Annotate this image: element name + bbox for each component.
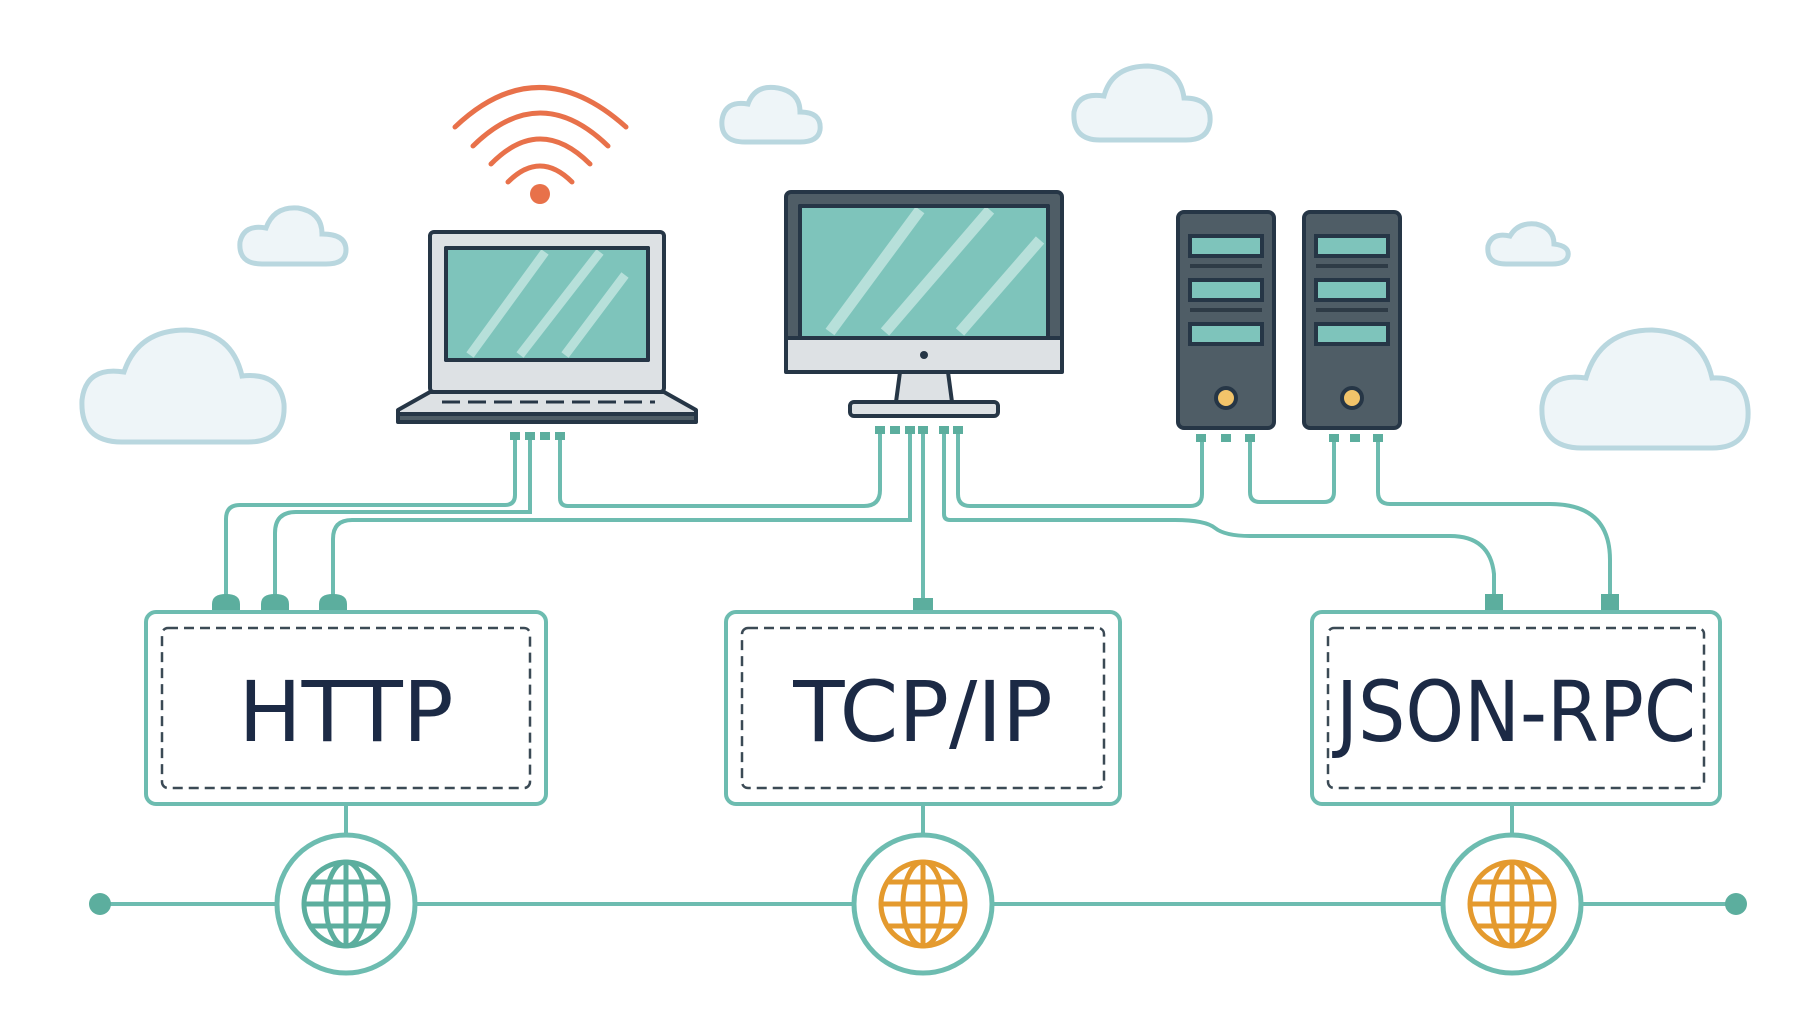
port-plug (540, 432, 550, 440)
wire (1250, 440, 1334, 502)
globe-node (277, 835, 415, 973)
globe-icon (881, 862, 965, 946)
server-tower-icon (1178, 212, 1274, 428)
globe-icon (1470, 862, 1554, 946)
cloud-icon (240, 208, 346, 264)
connector-plug (212, 594, 240, 612)
port-plug (1373, 434, 1383, 442)
protocol-box-http: HTTP (146, 612, 546, 804)
port-plug (525, 432, 535, 440)
server-ports (1196, 434, 1383, 442)
port-plug (555, 432, 565, 440)
wifi-icon (455, 88, 626, 205)
bus-endpoint (1725, 893, 1747, 915)
connector-plug (319, 594, 347, 612)
laptop-icon (398, 232, 696, 422)
connector-plug (1485, 594, 1503, 610)
protocol-label-json-rpc: JSON-RPC (1332, 663, 1696, 761)
port-plug (1350, 434, 1360, 442)
connection-wires (226, 432, 1610, 598)
desktop-monitor-icon (786, 192, 1062, 416)
port-plug (875, 426, 885, 434)
cloud-icon (1488, 224, 1568, 264)
box-connectors (212, 594, 1619, 612)
connector-plug (1601, 594, 1619, 610)
connector-plug (913, 598, 933, 612)
connector-plug (261, 594, 289, 612)
cloud-icon (1074, 66, 1210, 140)
port-plug (1245, 434, 1255, 442)
globe-node (1443, 835, 1581, 973)
port-plug (939, 426, 949, 434)
port-plug (1196, 434, 1206, 442)
port-plug (953, 426, 963, 434)
wire (944, 432, 1494, 598)
bus-endpoint (89, 893, 111, 915)
port-plug (905, 426, 915, 434)
laptop-ports (510, 432, 565, 440)
wire (958, 432, 1202, 506)
protocol-label-tcpip: TCP/IP (792, 663, 1052, 761)
protocol-box-tcpip: TCP/IP (726, 612, 1120, 804)
wire (333, 432, 910, 598)
cloud-icon (1542, 330, 1748, 448)
globe-node (854, 835, 992, 973)
cloud-icon (722, 87, 820, 142)
protocol-box-json-rpc: JSON-RPC (1312, 612, 1720, 804)
wire (560, 432, 880, 506)
port-plug (918, 426, 928, 434)
cloud-icon (82, 330, 284, 442)
monitor-ports (875, 426, 963, 434)
port-plug (890, 426, 900, 434)
globe-icon (304, 862, 388, 946)
port-plug (1221, 434, 1231, 442)
port-plug (1329, 434, 1339, 442)
protocol-label-http: HTTP (239, 663, 454, 761)
server-tower-icon (1304, 212, 1400, 428)
port-plug (510, 432, 520, 440)
